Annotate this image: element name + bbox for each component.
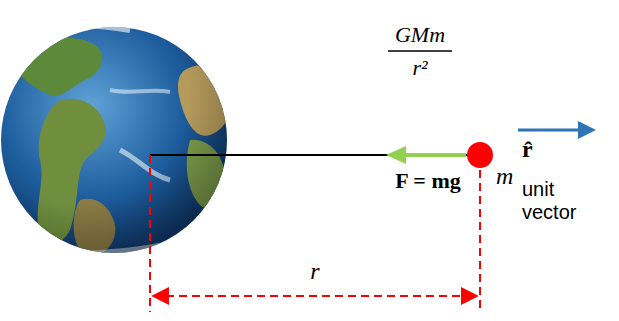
dimension-extension	[479, 170, 481, 312]
distance-label: r	[300, 258, 330, 286]
force-arrow	[402, 153, 466, 157]
mass-label: m	[496, 163, 526, 191]
force-arrowhead	[386, 146, 406, 164]
radius-line	[150, 154, 468, 156]
unit-vector-symbol: r̂	[522, 136, 552, 164]
dimension-line	[153, 295, 477, 297]
unit-vector-arrowhead	[578, 121, 596, 139]
dimension-extension	[149, 155, 151, 312]
earth	[1, 26, 233, 260]
earth-shade	[1, 27, 227, 253]
unit-vector-arrow	[518, 129, 580, 132]
mass-dot	[467, 142, 493, 168]
fraction-numerator: GMm	[380, 22, 460, 47]
force-equation: F = mg	[378, 168, 478, 193]
unit-vector-caption: unit vector	[522, 178, 602, 224]
fraction-denominator: r²	[390, 55, 450, 80]
fraction-bar	[388, 50, 452, 52]
earth-ocean	[1, 27, 227, 253]
